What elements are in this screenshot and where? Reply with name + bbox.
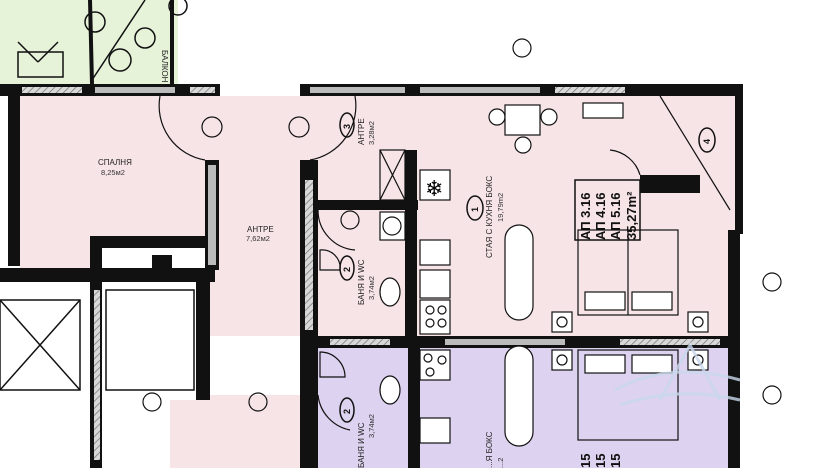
room-hall-name: АНТРЕ [247, 225, 274, 234]
room-entry-area: 3,28м2 [367, 121, 376, 145]
room-bedroom-name: СПАЛНЯ [98, 158, 132, 167]
lower-unit-line-2: 15 [593, 454, 608, 468]
doors [142, 38, 782, 431]
wall-hatching [22, 87, 720, 460]
unit-line-3: АП 5.16 [608, 193, 623, 240]
room-bath-1-area: 3,74м2 [367, 276, 376, 300]
room-bath-2-number: 2 [342, 409, 352, 414]
unit-line-2: АП 4.16 [593, 193, 608, 240]
room-living-2-area: ...2 [496, 458, 505, 468]
room-entry-number: 3 [342, 124, 352, 129]
room-living-number: 1 [470, 207, 480, 212]
room-4-number: 4 [702, 139, 712, 144]
balcony-label: БАЛКОН [160, 50, 169, 83]
room-living-2-name: ...Я БОКС [485, 431, 494, 468]
room-bath-1-number: 2 [342, 267, 352, 272]
watermark-logo [614, 341, 741, 407]
room-hall-area: 7,62м2 [246, 234, 270, 243]
room-living-name: СТАЯ С КУХНЯ БОКС [485, 176, 494, 258]
room-bedroom-area: 8,25м2 [101, 168, 125, 177]
unit-total: 35,27m² [624, 191, 639, 240]
fixtures [319, 102, 709, 447]
balcony-details [17, 0, 188, 85]
room-bath-2-name: БАНЯ И WC [357, 422, 366, 468]
unit-box [574, 179, 641, 241]
room-entry-name: АНТРЕ [357, 118, 366, 145]
unit-box-text: АП 3.16 АП 4.16 АП 5.16 35,27m² 15 15 15 [578, 191, 639, 468]
lower-unit-line-1: 15 [578, 454, 593, 468]
elevator-area [0, 280, 210, 400]
elevator-shaft [0, 289, 195, 391]
room-living-area: 19,79m2 [496, 193, 505, 222]
room-bath-1-name: БАНЯ И WC [357, 259, 366, 305]
lower-unit-line-3: 15 [608, 454, 623, 468]
hall-lower-area [170, 395, 305, 468]
snowflake-icon: ❄ [425, 177, 443, 202]
room-bath-2-area: 3,74м2 [367, 414, 376, 438]
unit-line-1: АП 3.16 [578, 193, 593, 240]
